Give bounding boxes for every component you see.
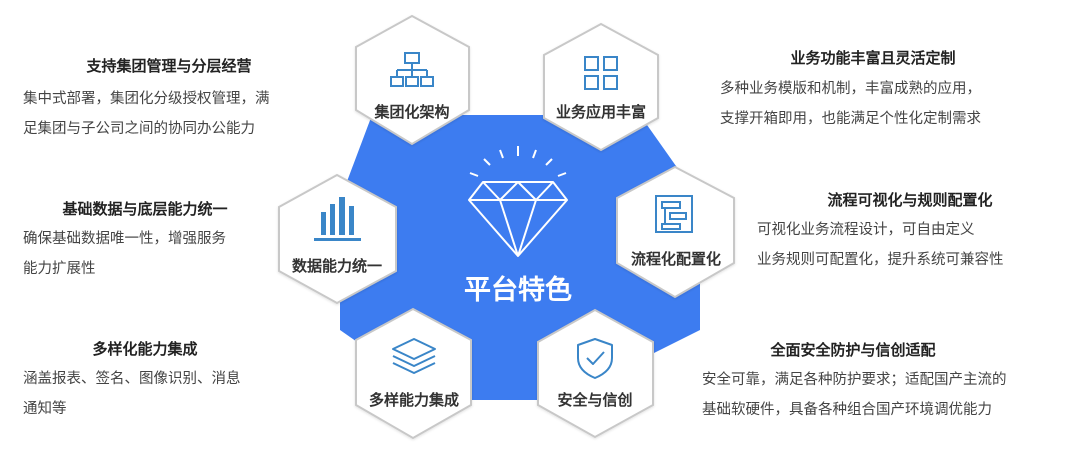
feature-description-line: 业务规则可配置化，提升系统可兼容性 xyxy=(757,251,1004,268)
feature-description-line: 足集团与子公司之间的协同办公能力 xyxy=(23,120,255,137)
feature-description-line: 多种业务模版和机制，丰富成熟的应用， xyxy=(720,79,981,97)
feature-integration: 多样化能力集成 涵盖报表、签名、图像识别、消息 通知等 xyxy=(23,340,241,417)
hexagon-label: 多样能力集成 xyxy=(369,391,459,409)
feature-description-line: 确保基础数据唯一性，增强服务 xyxy=(23,230,226,247)
feature-data-unification: 基础数据与底层能力统一 确保基础数据唯一性，增强服务 能力扩展性 xyxy=(23,200,228,277)
feature-description-line: 能力扩展性 xyxy=(23,260,96,277)
feature-description-line: 基础软硬件，具备各种组合国产环境调优能力 xyxy=(702,400,992,418)
feature-business-functions: 业务功能丰富且灵活定制 多种业务模版和机制，丰富成熟的应用， 支撑开箱即用，也能… xyxy=(720,49,981,127)
hexagon-integration: 多样能力集成 xyxy=(355,307,472,440)
hexagon-label: 集团化架构 xyxy=(373,103,449,121)
feature-title: 流程可视化与规则配置化 xyxy=(827,191,992,209)
feature-description-line: 可视化业务流程设计，可自由定义 xyxy=(757,221,975,238)
hexagon-label: 安全与信创 xyxy=(557,391,632,409)
feature-security: 全面安全防护与信创适配 安全可靠，满足各种防护要求；适配国产主流的 基础软硬件，… xyxy=(702,341,1007,418)
feature-group-management: 支持集团管理与分层经营 集中式部署，集团化分级授权管理，满 足集团与子公司之间的… xyxy=(23,57,270,137)
feature-description-line: 集中式部署，集团化分级授权管理，满 xyxy=(23,90,270,107)
hexagon-apps: 业务应用丰富 xyxy=(543,22,659,152)
grid-apps-icon xyxy=(584,56,618,90)
shield-check-icon xyxy=(577,338,613,379)
bar-chart-icon xyxy=(314,197,361,241)
feature-title: 全面安全防护与信创适配 xyxy=(769,341,935,359)
layers-icon xyxy=(392,338,436,374)
feature-title: 业务功能丰富且灵活定制 xyxy=(790,49,955,67)
feature-title: 支持集团管理与分层经营 xyxy=(85,57,251,75)
feature-title: 基础数据与底层能力统一 xyxy=(61,200,227,218)
org-chart-icon xyxy=(390,52,434,87)
hexagon-label: 数据能力统一 xyxy=(292,257,382,275)
hexagon-label: 业务应用丰富 xyxy=(556,103,646,121)
hexagon-process: 流程化配置化 xyxy=(616,165,735,299)
hexagon-label: 流程化配置化 xyxy=(631,250,721,268)
center-title: 平台特色 xyxy=(464,274,572,306)
feature-process-visualization: 流程可视化与规则配置化 可视化业务流程设计，可自由定义 业务规则可配置化，提升系… xyxy=(757,191,1004,268)
hexagon-data: 数据能力统一 xyxy=(278,173,397,305)
feature-description-line: 涵盖报表、签名、图像识别、消息 xyxy=(23,370,241,387)
feature-description-line: 支撑开箱即用，也能满足个性化定制需求 xyxy=(720,110,981,127)
feature-title: 多样化能力集成 xyxy=(92,340,197,358)
diamond-icon xyxy=(468,146,568,257)
hexagon-architecture: 集团化架构 xyxy=(355,14,470,146)
feature-description-line: 安全可靠，满足各种防护要求；适配国产主流的 xyxy=(702,370,1007,388)
feature-description-line: 通知等 xyxy=(23,399,67,417)
hexagon-security: 安全与信创 xyxy=(537,308,654,439)
workflow-icon xyxy=(655,195,693,233)
